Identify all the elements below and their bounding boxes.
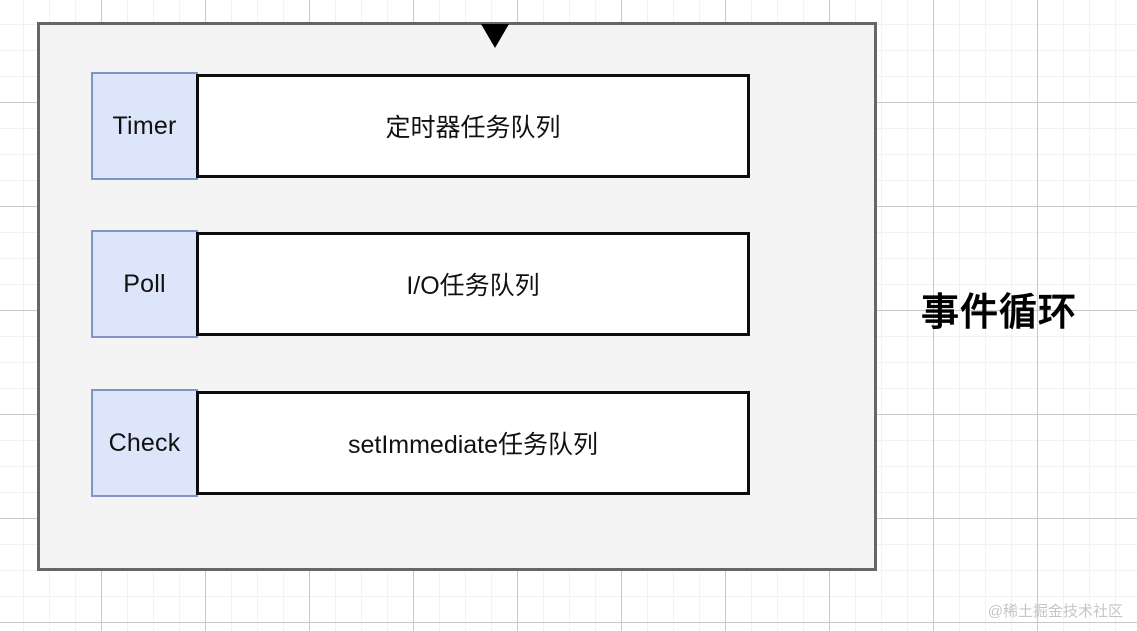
phase-queue-check[interactable]: setImmediate任务队列: [196, 391, 750, 495]
diagram-title: 事件循环: [921, 292, 1078, 334]
event-loop-container: Timer 定时器任务队列 Poll I/O任务队列 Check setImme…: [37, 22, 877, 571]
phase-label-timer[interactable]: Timer: [91, 72, 198, 180]
watermark-label: @稀土掘金技术社区: [987, 603, 1123, 620]
phase-queue-poll[interactable]: I/O任务队列: [196, 232, 750, 336]
phase-row-timer: Timer 定时器任务队列: [91, 72, 800, 180]
phase-label-check[interactable]: Check: [91, 389, 198, 497]
phase-label-poll[interactable]: Poll: [91, 230, 198, 338]
inbound-arrow-icon: [481, 24, 509, 48]
phase-queue-timer[interactable]: 定时器任务队列: [196, 74, 750, 178]
phase-row-check: Check setImmediate任务队列: [91, 389, 800, 497]
phase-row-poll: Poll I/O任务队列: [91, 230, 800, 338]
